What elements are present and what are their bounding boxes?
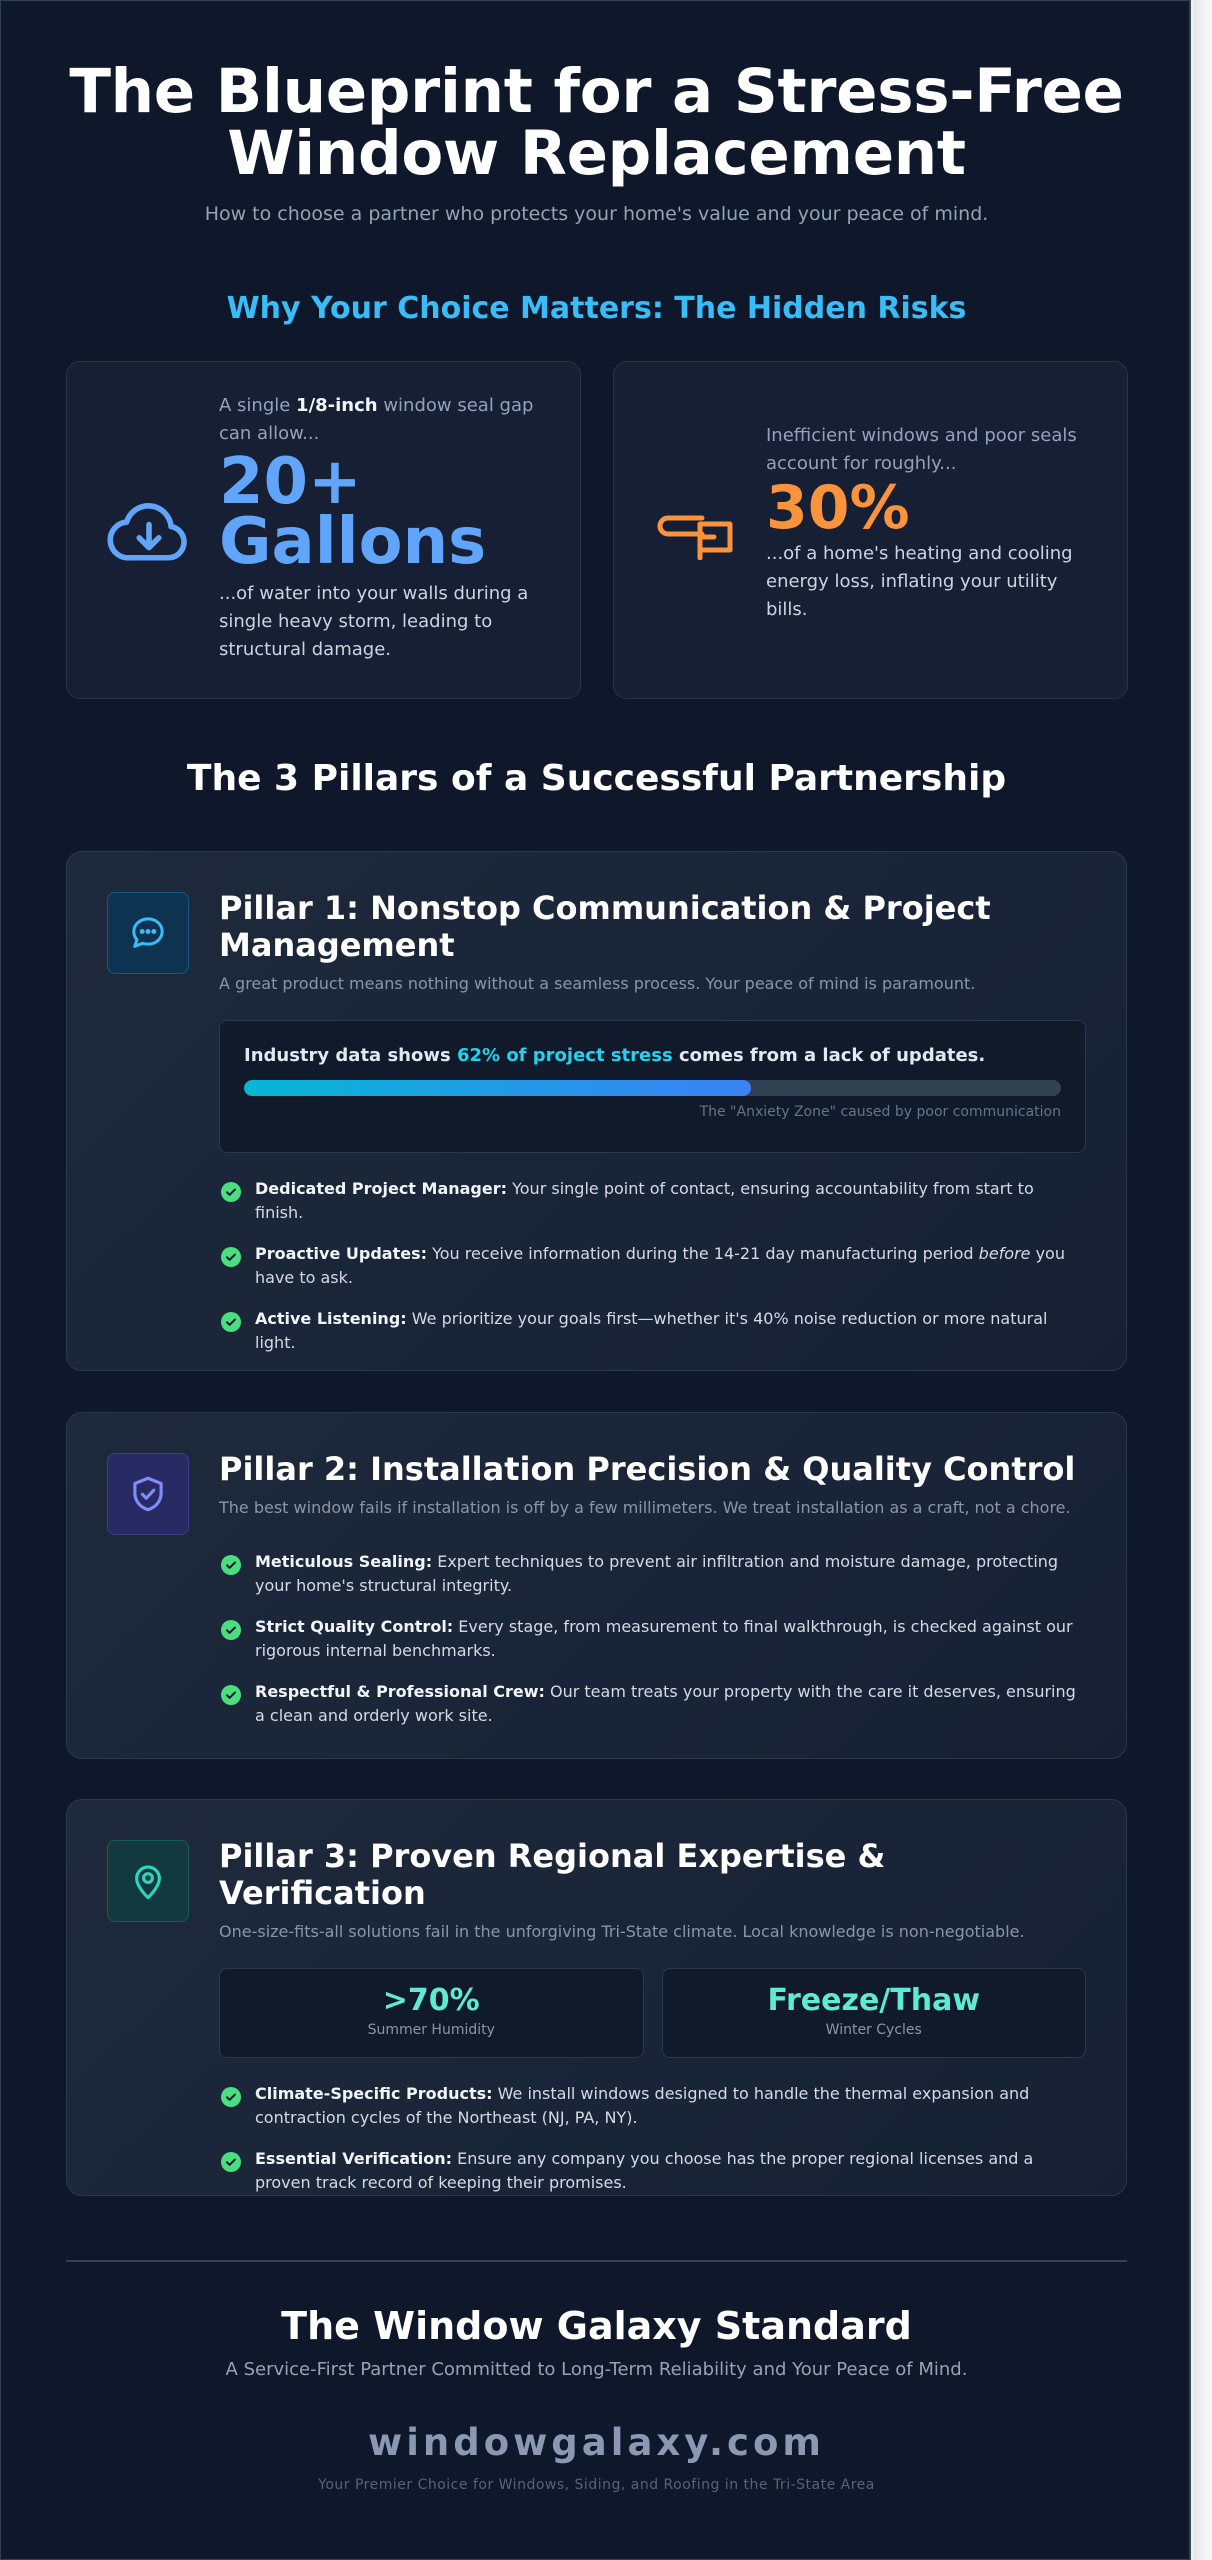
stress-text: Industry data shows 62% of project stres… [244, 1045, 986, 1066]
list-item: Respectful & Professional Crew: Our team… [219, 1680, 1086, 1728]
stat-value: Freeze/Thaw [767, 1983, 981, 2018]
list-item: Climate-Specific Products: We install wi… [219, 2082, 1086, 2130]
risk-content: A single 1/8-inch window seal gap can al… [219, 392, 540, 664]
climate-stats: >70% Summer Humidity Freeze/Thaw Winter … [219, 1968, 1086, 2058]
pillar-title: Pillar 2: Installation Precision & Quali… [219, 1450, 1076, 1488]
stat-box-freeze-thaw: Freeze/Thaw Winter Cycles [661, 1968, 1086, 2058]
pillar-card-communication: Pillar 1: Nonstop Communication & Projec… [66, 851, 1127, 1371]
footer-title: The Window Galaxy Standard [281, 2304, 912, 2348]
page-subtitle: How to choose a partner who protects you… [204, 203, 989, 225]
title-line-1: The Blueprint for a Stress-Free [69, 56, 1124, 127]
pillar-checklist: Meticulous Sealing: Expert techniques to… [219, 1550, 1086, 1728]
risk-stat: 20+Gallons [219, 445, 487, 579]
page-title: The Blueprint for a Stress-Free Window R… [1, 61, 1192, 185]
pillar-body: Pillar 2: Installation Precision & Quali… [219, 1451, 1086, 1745]
pillar-card-regional: Pillar 3: Proven Regional Expertise & Ve… [66, 1799, 1127, 2196]
pillar-card-installation: Pillar 2: Installation Precision & Quali… [66, 1412, 1127, 1759]
progress-caption: The "Anxiety Zone" caused by poor commun… [699, 1104, 1061, 1120]
list-item: Meticulous Sealing: Expert techniques to… [219, 1550, 1086, 1598]
pillar-body: Pillar 3: Proven Regional Expertise & Ve… [219, 1838, 1086, 2212]
pillar-checklist: Climate-Specific Products: We install wi… [219, 2082, 1086, 2195]
chat-bubble-icon [107, 892, 189, 974]
pillar-checklist: Dedicated Project Manager: Your single p… [219, 1177, 1086, 1355]
risk-card-water: A single 1/8-inch window seal gap can al… [66, 361, 581, 699]
pillar-title: Pillar 1: Nonstop Communication & Projec… [219, 889, 991, 964]
list-item: Proactive Updates: You receive informati… [219, 1242, 1086, 1290]
pillar-title: Pillar 3: Proven Regional Expertise & Ve… [219, 1837, 886, 1912]
risk-description: ...of water into your walls during a sin… [219, 583, 529, 660]
list-item: Strict Quality Control: Every stage, fro… [219, 1615, 1086, 1663]
check-circle-icon [221, 1312, 241, 1332]
list-item: Essential Verification: Ensure any compa… [219, 2147, 1086, 2195]
cloud-download-icon [107, 492, 191, 568]
stress-stat-box: Industry data shows 62% of project stres… [219, 1020, 1086, 1153]
pillars-heading: The 3 Pillars of a Successful Partnershi… [186, 758, 1007, 799]
list-item: Dedicated Project Manager: Your single p… [219, 1177, 1086, 1225]
check-circle-icon [221, 2087, 241, 2107]
stat-label: Summer Humidity [367, 2022, 495, 2038]
risk-intro: A single 1/8-inch window seal gap can al… [219, 395, 534, 444]
check-circle-icon [221, 1685, 241, 1705]
risk-intro: Inefficient windows and poor seals accou… [766, 425, 1077, 474]
footer-subtitle: A Service-First Partner Committed to Lon… [225, 2359, 968, 2380]
scrollbar[interactable] [1193, 0, 1212, 2560]
risk-content: Inefficient windows and poor seals accou… [766, 422, 1087, 624]
map-pin-icon [107, 1840, 189, 1922]
check-circle-icon [221, 1182, 241, 1202]
risk-card-energy: Inefficient windows and poor seals accou… [613, 361, 1128, 699]
stat-box-humidity: >70% Summer Humidity [219, 1968, 644, 2058]
stress-progress-fill [244, 1080, 751, 1096]
pillar-subtitle: The best window fails if installation is… [219, 1498, 1071, 1517]
risk-description: ...of a home's heating and cooling energ… [766, 543, 1073, 620]
risks-heading: Why Your Choice Matters: The Hidden Risk… [226, 291, 967, 326]
stat-value: >70% [382, 1983, 480, 2018]
check-circle-icon [221, 1555, 241, 1575]
check-circle-icon [221, 1247, 241, 1267]
stat-label: Winter Cycles [825, 2022, 922, 2038]
pillar-body: Pillar 1: Nonstop Communication & Projec… [219, 890, 1086, 1372]
list-item: Active Listening: We prioritize your goa… [219, 1307, 1086, 1355]
check-circle-icon [221, 2152, 241, 2172]
stress-progress-bar [244, 1080, 1061, 1096]
pillar-subtitle: One-size-fits-all solutions fail in the … [219, 1922, 1025, 1941]
risk-stat: 30% [766, 473, 910, 543]
footer-tagline: Your Premier Choice for Windows, Siding,… [318, 2477, 875, 2493]
energy-plug-icon [654, 510, 734, 564]
shield-check-icon [107, 1453, 189, 1535]
pillar-subtitle: A great product means nothing without a … [219, 974, 976, 993]
title-line-2: Window Replacement [227, 118, 966, 189]
check-circle-icon [221, 1620, 241, 1640]
website-link[interactable]: windowgalaxy.com [368, 2421, 825, 2464]
footer-divider [66, 2260, 1127, 2262]
